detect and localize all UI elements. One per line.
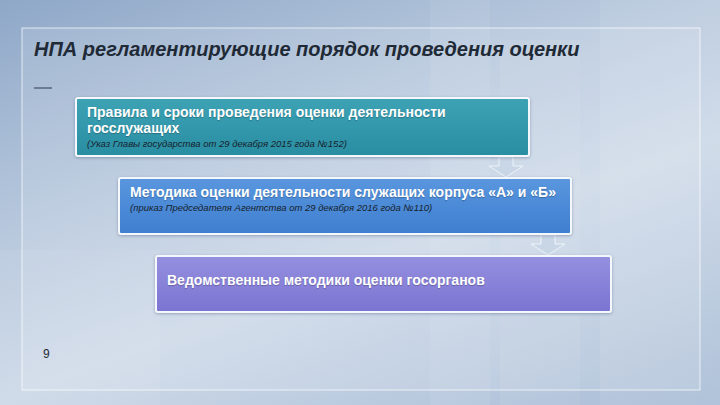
step-heading: Методика оценки деятельности служащих ко… [130,184,560,200]
step-box: Методика оценки деятельности служащих ко… [118,177,572,235]
step-source: (Указ Главы государства от 29 декабря 20… [87,138,518,150]
slide-title: НПА регламентирующие порядок проведения … [34,38,579,61]
page-number: 9 [43,347,50,361]
content-panel [22,28,700,390]
step-box: Правила и сроки проведения оценки деятел… [75,97,530,157]
step-heading: Правила и сроки проведения оценки деятел… [87,104,518,136]
step-box: Ведомственные методики оценки госорганов [155,255,612,313]
block-arrow [489,157,523,177]
title-dash [34,88,52,89]
step-heading: Ведомственные методики оценки госорганов [167,272,600,288]
step-source: (приказ Председателя Агентства от 29 дек… [130,202,560,214]
block-arrow [531,235,565,255]
